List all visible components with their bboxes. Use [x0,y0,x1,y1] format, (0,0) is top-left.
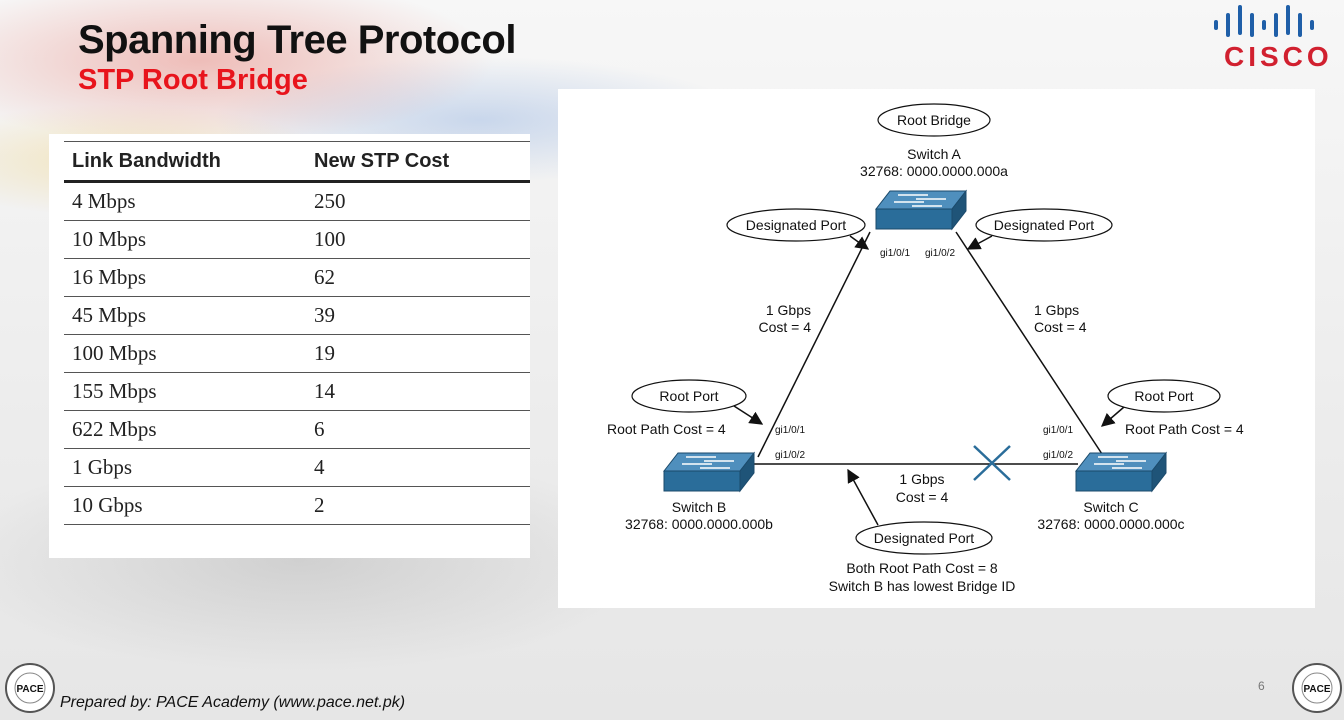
switch-b-icon [663,452,755,492]
table-header-row: Link Bandwidth New STP Cost [64,141,530,183]
cell-cost: 100 [306,220,530,259]
switch-a-bridge-id: 32768: 0000.0000.000a [860,163,1008,179]
designated-port-label-left: Designated Port [746,217,847,233]
cell-cost: 6 [306,410,530,449]
root-port-label-c: Root Port [1134,388,1193,404]
cell-bandwidth: 10 Mbps [64,220,306,259]
cell-cost: 14 [306,372,530,411]
cell-bandwidth: 1 Gbps [64,448,306,487]
logo-text-right: PACE [1303,684,1330,695]
switch-a-port-right: gi1/0/2 [925,248,955,259]
switch-c-name: Switch C [1083,499,1138,515]
arrow-designated-right [966,235,993,250]
column-header-cost: New STP Cost [306,141,530,183]
link-a-c [955,231,1105,458]
link-ac-speed: 1 Gbps [1034,302,1079,318]
link-ab-cost: Cost = 4 [758,319,811,335]
cell-cost: 4 [306,448,530,487]
switch-a-name: Switch A [907,146,961,162]
switch-b-port-top: gi1/0/1 [775,425,805,436]
link-a-b [757,231,871,458]
designated-port-label-bottom: Designated Port [874,530,975,546]
cell-bandwidth: 10 Gbps [64,486,306,525]
cell-bandwidth: 155 Mbps [64,372,306,411]
designated-port-bubble-right [975,208,1113,242]
column-header-bandwidth: Link Bandwidth [64,141,306,183]
switch-b-bridge-id: 32768: 0000.0000.000b [625,516,773,532]
cell-bandwidth: 622 Mbps [64,410,306,449]
logo-text-left: PACE [16,684,43,695]
page-number: 6 [1258,679,1265,693]
root-port-bubble-b [631,379,747,413]
switch-c-path-cost: Root Path Cost = 4 [1125,421,1244,437]
switch-c-port-top: gi1/0/1 [1043,425,1073,436]
cell-cost: 19 [306,334,530,373]
note-line-2: Switch B has lowest Bridge ID [829,578,1016,594]
cisco-logo: CISCO [1214,5,1333,70]
topology-svg: Root Bridge Switch A 32768: 0000.0000.00… [607,103,1244,594]
cell-bandwidth: 100 Mbps [64,334,306,373]
switch-b-name: Switch B [672,499,726,515]
arrow-root-port-c [1100,406,1125,427]
switch-c-icon [1075,452,1167,492]
cell-cost: 250 [306,181,530,221]
slide-subtitle: STP Root Bridge [78,64,308,96]
link-ac-cost: Cost = 4 [1034,319,1087,335]
switch-b-port-right: gi1/0/2 [775,450,805,461]
switch-c-bridge-id: 32768: 0000.0000.000c [1037,516,1184,532]
cell-cost: 62 [306,258,530,297]
switch-b-path-cost: Root Path Cost = 4 [607,421,726,437]
arrow-designated-left [849,235,870,250]
arrow-designated-bottom [847,468,879,526]
cell-cost: 2 [306,486,530,525]
cell-bandwidth: 45 Mbps [64,296,306,335]
cell-bandwidth: 16 Mbps [64,258,306,297]
stp-topology-diagram: Root Bridge Switch A 32768: 0000.0000.00… [558,89,1315,608]
note-line-1: Both Root Path Cost = 8 [846,560,998,576]
link-bc-speed: 1 Gbps [899,471,944,487]
root-bridge-bubble [877,103,991,137]
link-bc-cost: Cost = 4 [896,489,949,505]
root-bridge-label: Root Bridge [897,112,971,128]
cell-cost: 39 [306,296,530,335]
link-ab-speed: 1 Gbps [766,302,811,318]
svg-text:CISCO: CISCO [1224,41,1333,70]
pace-academy-logo-right: PACE [1292,663,1342,713]
switch-c-port-left: gi1/0/2 [1043,450,1073,461]
pace-academy-logo-left: PACE [5,663,55,713]
designated-port-bubble-bottom [855,521,993,555]
root-port-bubble-c [1107,379,1221,413]
slide-title: Spanning Tree Protocol [78,18,516,62]
designated-port-bubble-left [726,208,866,242]
switch-a-port-left: gi1/0/1 [880,248,910,259]
designated-port-label-right: Designated Port [994,217,1095,233]
root-port-label-b: Root Port [659,388,718,404]
footer-credit: Prepared by: PACE Academy (www.pace.net.… [60,694,406,711]
switch-a-icon [875,190,967,230]
blocked-port-x-icon [973,445,1011,481]
arrow-root-port-b [733,405,764,425]
cell-bandwidth: 4 Mbps [64,181,306,221]
